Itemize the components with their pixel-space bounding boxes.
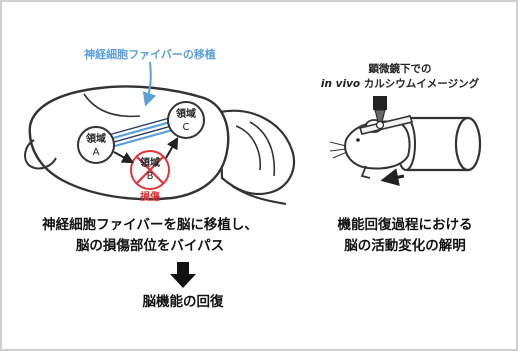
mouse-whiskers xyxy=(329,141,348,159)
pathway-arrow-a-b xyxy=(113,151,135,164)
region-a-label: 領域 xyxy=(85,132,106,145)
damage-cross xyxy=(135,155,165,185)
cerebellum-fold xyxy=(235,125,261,171)
pathway-arrow-b-c xyxy=(165,136,179,159)
region-b-letter: B xyxy=(147,171,154,182)
cerebellum-outline xyxy=(218,109,296,196)
cortex-fold xyxy=(83,93,141,118)
olfactory-bulb-outline xyxy=(24,139,57,170)
cerebellum-fold xyxy=(249,121,276,177)
movement-arrow xyxy=(380,168,405,187)
region-a-letter: A xyxy=(93,147,100,158)
region-c-letter: C xyxy=(183,122,190,133)
microscope-label-rest: カルシウムイメージング xyxy=(360,77,479,90)
down-arrow-icon xyxy=(170,262,196,288)
microscope-label-italic: in vivo xyxy=(321,78,360,90)
region-c-circle xyxy=(167,101,205,139)
damage-label: 損傷 xyxy=(140,190,160,203)
mouse-illustration xyxy=(329,115,482,187)
right-caption-line1: 機能回復過程における xyxy=(337,217,473,233)
region-b-label: 領域 xyxy=(139,156,160,169)
microscope-label-line1: 顕微鏡下での xyxy=(369,62,432,75)
left-caption-line2: 脳の損傷部位をバイパス xyxy=(75,238,225,254)
holder-tube-opening xyxy=(454,116,482,172)
result-caption: 脳機能の回復 xyxy=(142,294,224,310)
region-a-circle xyxy=(77,126,115,164)
mouse-leg xyxy=(360,165,371,179)
brain-illustration: 領域 A 領域 C 領域 B 損傷 神経細胞ファイバーの移植 xyxy=(24,47,296,205)
brainstem-outline xyxy=(231,185,287,205)
left-caption-line1: 神経細胞ファイバーを脳に移植し、 xyxy=(42,217,258,233)
region-c-label: 領域 xyxy=(175,107,196,120)
microscope-label-line2: in vivo カルシウムイメージング xyxy=(321,77,480,90)
fiber-transplant-label: 神経細胞ファイバーの移植 xyxy=(84,47,216,61)
right-caption-line2: 脳の活動変化の解明 xyxy=(344,238,466,254)
head-plate xyxy=(358,115,414,135)
microscope-objective-icon xyxy=(373,96,387,130)
mouse-eye xyxy=(356,138,360,142)
fiber-transplant-arrow xyxy=(142,61,157,107)
